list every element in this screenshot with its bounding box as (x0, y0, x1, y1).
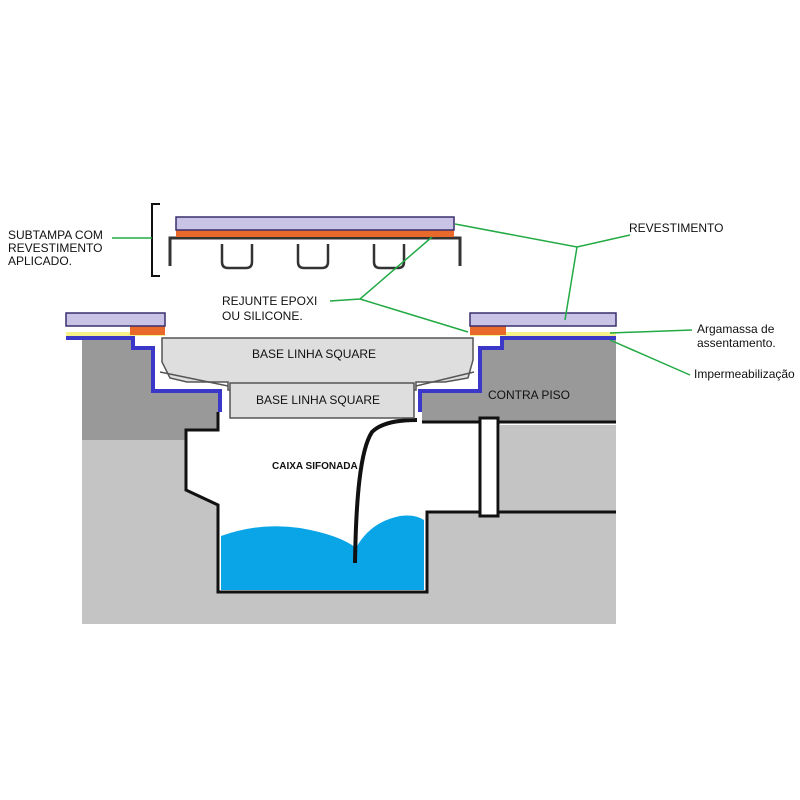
subtampa-cover (151, 203, 462, 277)
glue-layer-right (470, 332, 616, 336)
subtampa-tile (175, 216, 455, 231)
base-upper-shape (161, 337, 474, 391)
leader-lines (112, 223, 693, 376)
label-rejunte-line2: OU SILICONE. (222, 309, 303, 323)
label-caixa-sifonada: CAIXA SIFONADA (272, 461, 358, 472)
leader-revestimento-subtampa (454, 223, 631, 248)
subfloor-left (82, 340, 218, 440)
base-lower-shape (229, 382, 415, 419)
base-flange (159, 371, 475, 387)
subtampa-clip (372, 244, 406, 270)
siphon-baffle (353, 418, 418, 564)
label-revestimento: REVESTIMENTO (629, 221, 723, 235)
subtampa-bracket (151, 203, 160, 277)
label-argamassa-line1: Argamassa de (697, 322, 775, 336)
label-argamassa-line2: assentamento. (697, 336, 776, 350)
label-contra-piso: CONTRA PISO (488, 388, 570, 402)
glue-layer-left (66, 332, 165, 336)
subfloor-right (422, 340, 616, 422)
leader-revestimento-floor (564, 246, 578, 321)
tile-left (65, 312, 166, 327)
leader-argamassa (609, 329, 693, 334)
mortar-layer-right (470, 325, 506, 335)
label-rejunte-line1: REJUNTE EPOXI (222, 294, 317, 308)
label-base-upper: BASE LINHA SQUARE (252, 347, 376, 361)
subtampa-frame (168, 236, 462, 266)
pipe-coupling (478, 416, 500, 518)
label-subtampa: SUBTAMPA COM REVESTIMENTO APLICADO. (8, 228, 106, 268)
label-subtampa-line3: APLICADO. (8, 254, 72, 268)
subtampa-mortar-layer (176, 230, 454, 237)
label-rejunte: REJUNTE EPOXI OU SILICONE. (222, 294, 321, 323)
leader-rejunte-floor (359, 298, 469, 333)
waterproofing-right (418, 336, 616, 422)
waterproofing-left (66, 336, 222, 430)
label-subtampa-line2: REVESTIMENTO (8, 241, 102, 255)
tile-right (469, 312, 617, 327)
drain-body-outline (184, 412, 616, 594)
label-impermeabilizacao: Impermeabilização (694, 367, 795, 381)
water (221, 515, 424, 590)
label-base-lower: BASE LINHA SQUARE (256, 393, 380, 407)
leader-impermeabilizacao (609, 339, 691, 376)
subtampa-clip (220, 244, 254, 270)
mortar-layer-left (130, 325, 165, 335)
label-argamassa: Argamassa de assentamento. (697, 322, 778, 350)
subtampa-clip (296, 244, 330, 270)
label-subtampa-line1: SUBTAMPA COM (8, 228, 103, 242)
